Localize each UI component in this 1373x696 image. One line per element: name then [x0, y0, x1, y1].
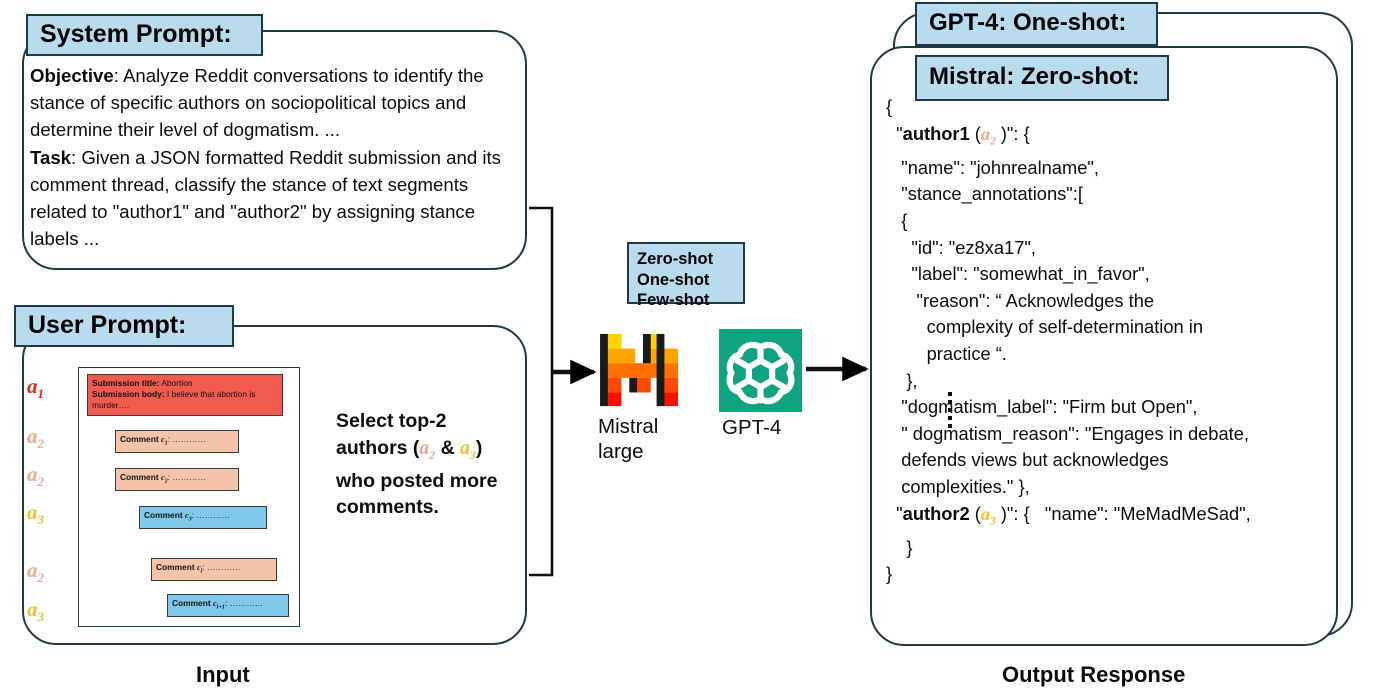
output-json-line: "name": "johnrealname", — [886, 156, 1099, 178]
output-json-line: defends views but acknowledges — [886, 449, 1169, 471]
author-label-a1: a1 — [27, 374, 44, 402]
system-prompt-task: Task: Given a JSON formatted Reddit subm… — [30, 144, 522, 253]
submission-body-value: I believe that abortion is murder…. — [92, 389, 256, 411]
shot-type-one: One-shot — [637, 270, 710, 289]
output-json-body: { "author1 (a2 )": { "name": "johnrealna… — [886, 94, 1338, 588]
system-prompt-badge: System Prompt: — [26, 14, 263, 56]
openai-knot-glyph — [726, 341, 795, 405]
mistral-caption: Mistral large — [598, 415, 659, 463]
author-label-a2-third: a2 — [27, 558, 44, 586]
output-json-line: } — [886, 536, 913, 558]
system-prompt-badge-label: System Prompt: — [40, 19, 232, 48]
output-json-line: "reason": “ Acknowledges the — [886, 289, 1155, 311]
system-prompt-body: Objective: Analyze Reddit conversations … — [30, 62, 522, 252]
author-label-a3-first: a3 — [27, 500, 44, 528]
output-json-line: { — [886, 96, 893, 117]
output-json-line: } — [886, 563, 893, 585]
output-caption: Output Response — [1002, 662, 1186, 687]
output-badge-gpt4-label: GPT-4: One-shot: — [929, 9, 1127, 36]
author-label-a2-second: a2 — [27, 462, 44, 490]
shot-type-badge: Zero-shot One-shot Few-shot — [627, 242, 745, 309]
comment-ci1-label: Comment — [172, 598, 211, 608]
system-prompt-objective: Objective: Analyze Reddit conversations … — [30, 62, 522, 144]
comment-c2-dots: : ………… — [167, 472, 206, 482]
objective-text: : Analyze Reddit conversations to identi… — [30, 65, 484, 141]
output-json-line: }, — [886, 369, 918, 391]
submission-body-label: Submission body: — [92, 389, 165, 400]
shot-type-few: Few-shot — [637, 291, 710, 309]
output-badge-mistral-label: Mistral: Zero-shot: — [929, 63, 1140, 90]
output-json-line: "id": "ez8xa17", — [886, 236, 1036, 258]
author-label-a2-first: a2 — [27, 424, 44, 452]
submission-title-label: Submission title: — [92, 378, 160, 388]
output-json-line: "dogmatism_label": "Firm but Open", — [886, 396, 1198, 418]
vertical-ellipsis-icon — [948, 392, 952, 428]
comment-thread-box: Submission title: Abortion Submission bo… — [78, 367, 300, 627]
output-badge-mistral: Mistral: Zero-shot: — [915, 55, 1169, 101]
output-json-line: "stance_annotations":[ — [886, 183, 1083, 205]
output-badge-gpt4: GPT-4: One-shot: — [915, 2, 1158, 46]
comment-node-ci1: Comment ci+1: ………… — [167, 594, 289, 617]
user-prompt-badge-label: User Prompt: — [28, 310, 187, 339]
output-json-line: complexity of self-determination in — [886, 316, 1204, 338]
output-json-line: "author2 (a3 )": { "name": "MeMadMeSad", — [886, 502, 1251, 528]
comment-ci-label: Comment — [156, 562, 195, 572]
comment-node-c2: Comment c2: ………… — [115, 468, 239, 491]
comment-c3-label: Comment — [144, 510, 183, 520]
comment-c1-label: Comment — [120, 434, 159, 444]
output-json-line: { — [886, 210, 908, 232]
openai-logo-icon — [719, 329, 802, 412]
comment-c3-dots: : ………… — [191, 510, 230, 520]
output-json-line: "label": "somewhat_in_favor", — [886, 263, 1150, 285]
comment-c2-label: Comment — [120, 472, 159, 482]
submission-title-value: Abortion — [159, 378, 193, 388]
user-prompt-badge: User Prompt: — [14, 305, 234, 347]
output-panel-front — [870, 46, 1338, 646]
output-json-line: complexities." }, — [886, 475, 1030, 497]
system-prompt-panel — [22, 30, 527, 270]
comment-c1-dots: : ………… — [167, 434, 206, 444]
task-label: Task — [30, 146, 72, 168]
input-caption: Input — [196, 662, 250, 687]
shot-type-zero: Zero-shot — [637, 250, 714, 268]
mistral-logo-icon — [600, 333, 679, 407]
objective-label: Objective — [30, 65, 114, 86]
submission-node: Submission title: Abortion Submission bo… — [87, 374, 283, 416]
output-json-line: " dogmatism_reason": "Engages in debate, — [886, 422, 1249, 444]
gpt4-caption: GPT-4 — [722, 416, 782, 439]
author-label-a3-second: a3 — [27, 597, 44, 625]
comment-node-c3: Comment c3: ………… — [139, 506, 267, 529]
comment-node-ci: Comment ci: ………… — [151, 558, 277, 581]
output-json-line: practice “. — [886, 343, 1007, 364]
comment-ci1-dots: : ………… — [225, 598, 264, 608]
task-text: : Given a JSON formatted Reddit submissi… — [30, 146, 501, 250]
select-authors-note: Select top-2 authors (a2 & a3) who poste… — [336, 410, 498, 519]
output-json-line: "author1 (a2 )": { — [886, 122, 1030, 148]
comment-node-c1: Comment c1: ………… — [115, 430, 239, 453]
comment-ci-dots: : ………… — [202, 562, 241, 572]
